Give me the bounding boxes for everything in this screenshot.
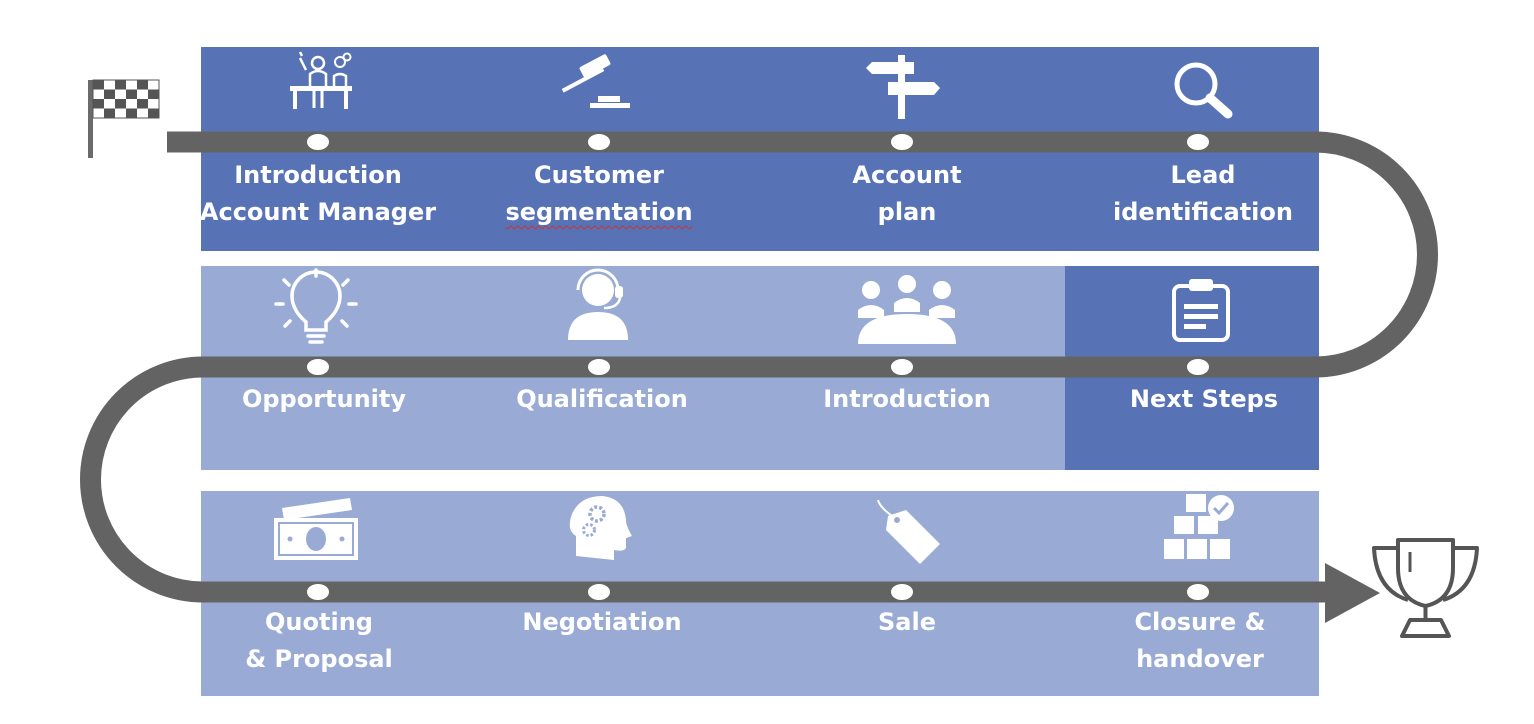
price-tag-icon: [877, 499, 940, 564]
stop-row1-2: [586, 132, 612, 152]
meeting-table-icon: [858, 275, 956, 344]
stage-introduction: Introduction: [823, 385, 991, 413]
stage-account-plan: Account plan: [852, 161, 962, 226]
stop-row1-1: [305, 132, 331, 152]
stop-row3-1: [305, 582, 331, 602]
magnifier-icon: [1174, 62, 1233, 119]
stage-introduction-account-manager: Introduction Account Manager: [199, 161, 437, 226]
stage-next-steps: Next Steps: [1129, 385, 1279, 413]
scientist-at-desk-icon: [290, 51, 352, 109]
lightbulb-icon: [274, 268, 358, 344]
stop-row3-2: [586, 582, 612, 602]
money-bills-icon: [274, 498, 358, 560]
stage-sale: Sale: [878, 608, 936, 636]
stage-negotiation: Negotiation: [522, 608, 682, 636]
stop-row2-1: [305, 357, 331, 377]
headset-person-icon: [568, 268, 628, 340]
stop-row3-3: [889, 582, 915, 602]
stop-row3-4: [1185, 582, 1211, 602]
clipboard-icon: [1172, 279, 1230, 342]
stage-opportunity: Opportunity: [241, 385, 407, 413]
stop-row2-3: [889, 357, 915, 377]
road-stops: [305, 132, 1211, 602]
road-path: [80, 131, 1438, 603]
stage-qualification: Qualification: [516, 385, 688, 413]
checkered-flag-icon: [88, 79, 160, 158]
spellcheck-word: segmentation: [505, 198, 693, 226]
gavel-icon: [561, 54, 630, 108]
road-arrowhead: [1325, 563, 1380, 623]
head-gears-icon: [569, 496, 632, 560]
stop-row1-3: [889, 132, 915, 152]
trophy-icon: [1372, 538, 1479, 638]
stop-row2-2: [586, 357, 612, 377]
signpost-icon: [866, 55, 940, 119]
stage-lead-identification: Lead identification: [1113, 161, 1293, 226]
stage-quoting-proposal: Quoting & Proposal: [245, 608, 393, 673]
stage-closure-handover: Closure & handover: [1134, 608, 1266, 673]
boxes-check-icon: [1164, 494, 1234, 559]
stop-row1-4: [1185, 132, 1211, 152]
stop-row2-4: [1185, 357, 1211, 377]
